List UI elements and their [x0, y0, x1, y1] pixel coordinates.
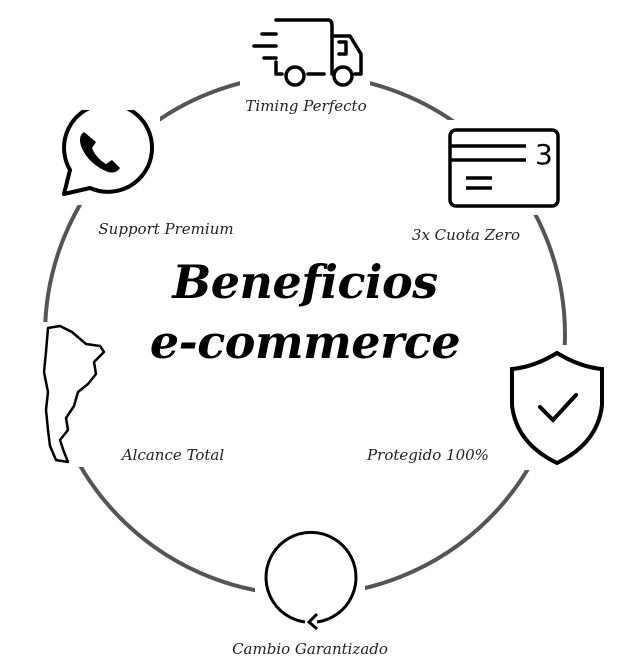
title-line-2: e-commerce	[149, 315, 461, 369]
benefit-label-cambio: Cambio Garantizado	[232, 640, 388, 658]
delivery-truck-icon	[240, 14, 370, 92]
shield-check-icon	[500, 345, 610, 470]
benefit-label-protegido: Protegido 100%	[367, 446, 489, 464]
benefit-label-support: Support Premium	[98, 220, 234, 238]
benefit-label-timing: Timing Perfecto	[245, 97, 367, 115]
benefit-label-alcance: Alcance Total	[121, 446, 225, 464]
credit-card-3-icon: 3	[440, 120, 570, 215]
argentina-map-icon	[38, 322, 110, 467]
whatsapp-icon	[50, 110, 160, 205]
title-line-1: Beneficios	[172, 255, 438, 309]
card-number: 3	[535, 138, 553, 171]
benefit-label-cuota: 3x Cuota Zero	[411, 226, 521, 244]
refresh-cycle-icon	[255, 522, 365, 632]
